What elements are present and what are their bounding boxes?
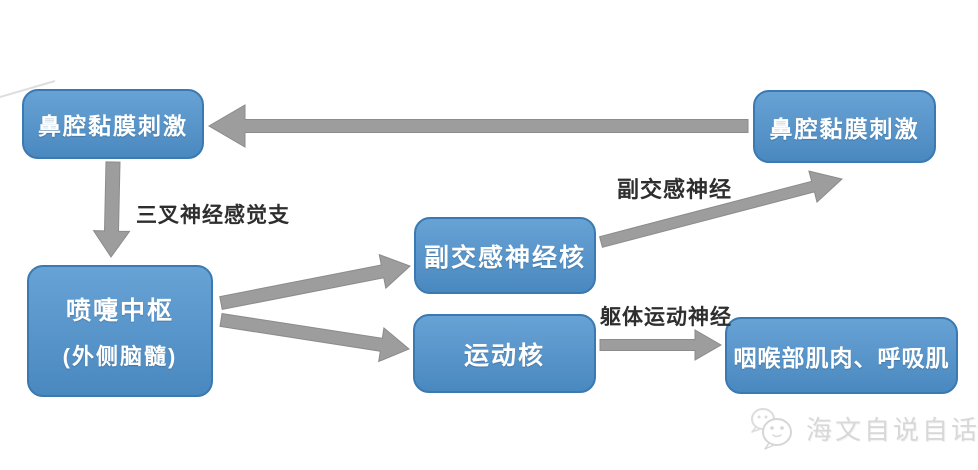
arrow-trigeminal-down xyxy=(92,161,131,258)
watermark: 海文自说自话 xyxy=(749,405,978,451)
arrow-feedback-right-to-left xyxy=(208,104,749,148)
label-trigeminal-sensory-branch: 三叉神经感觉支 xyxy=(136,204,290,227)
box-nasal-mucosa-stimulation-left: 鼻腔黏膜刺激 xyxy=(22,89,204,159)
box-label-line1: 喷嚏中枢 xyxy=(65,297,174,325)
box-pharyngeal-respiratory-muscles: 咽喉部肌肉、呼吸肌 xyxy=(725,317,958,394)
arrow-parasympathetic-to-nasal-right xyxy=(598,170,844,248)
box-label: 副交感神经核 xyxy=(423,243,586,272)
label-parasympathetic-nerve: 副交感神经 xyxy=(617,177,733,202)
box-label: 鼻腔黏膜刺激 xyxy=(769,115,920,142)
arrow-center-to-motor xyxy=(219,313,410,363)
arrow-motor-to-muscles xyxy=(599,329,723,361)
box-label: 运动核 xyxy=(463,341,545,370)
label-somatic-motor-nerve: 躯体运动神经 xyxy=(600,306,732,329)
box-parasympathetic-nucleus: 副交感神经核 xyxy=(414,217,596,294)
box-motor-nucleus: 运动核 xyxy=(413,314,596,393)
box-label: 鼻腔黏膜刺激 xyxy=(38,113,188,139)
watermark-text: 海文自说自话 xyxy=(806,414,978,445)
box-label: 咽喉部肌肉、呼吸肌 xyxy=(733,344,950,371)
box-sneeze-center: 喷嚏中枢 (外侧脑髓) xyxy=(27,265,213,397)
box-nasal-mucosa-stimulation-right: 鼻腔黏膜刺激 xyxy=(753,90,936,163)
box-label-line2: (外侧脑髓) xyxy=(62,344,178,369)
chat-bubbles-icon xyxy=(751,408,792,450)
arrow-center-to-parasympathetic xyxy=(219,253,411,310)
stray-line-artifact xyxy=(0,80,56,98)
